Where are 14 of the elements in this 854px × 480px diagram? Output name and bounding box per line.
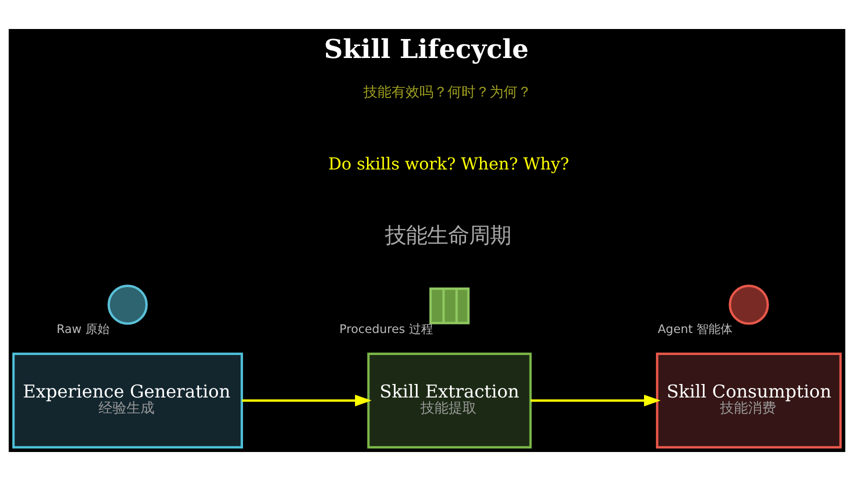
node-label: Procedures 过程 — [339, 322, 433, 336]
node-box: Skill Extraction 技能提取 — [367, 352, 532, 448]
diagram-title: Skill Lifecycle — [324, 34, 529, 65]
label: Do skills work? When? Why? — [328, 154, 570, 173]
node-circle — [728, 284, 769, 324]
node-box: Experience Generation 经验生成 — [12, 352, 243, 448]
label: 技能生命周期 — [384, 222, 511, 248]
label: 技能有效吗？何时？为何？ — [364, 84, 532, 100]
node-label: Raw 原始 — [56, 322, 110, 336]
node-label: Agent 智能体 — [658, 322, 733, 336]
arrow — [530, 394, 661, 406]
node-box: Skill Consumption 技能消费 — [656, 352, 842, 448]
arrow — [242, 394, 372, 406]
node-circle — [108, 284, 148, 324]
